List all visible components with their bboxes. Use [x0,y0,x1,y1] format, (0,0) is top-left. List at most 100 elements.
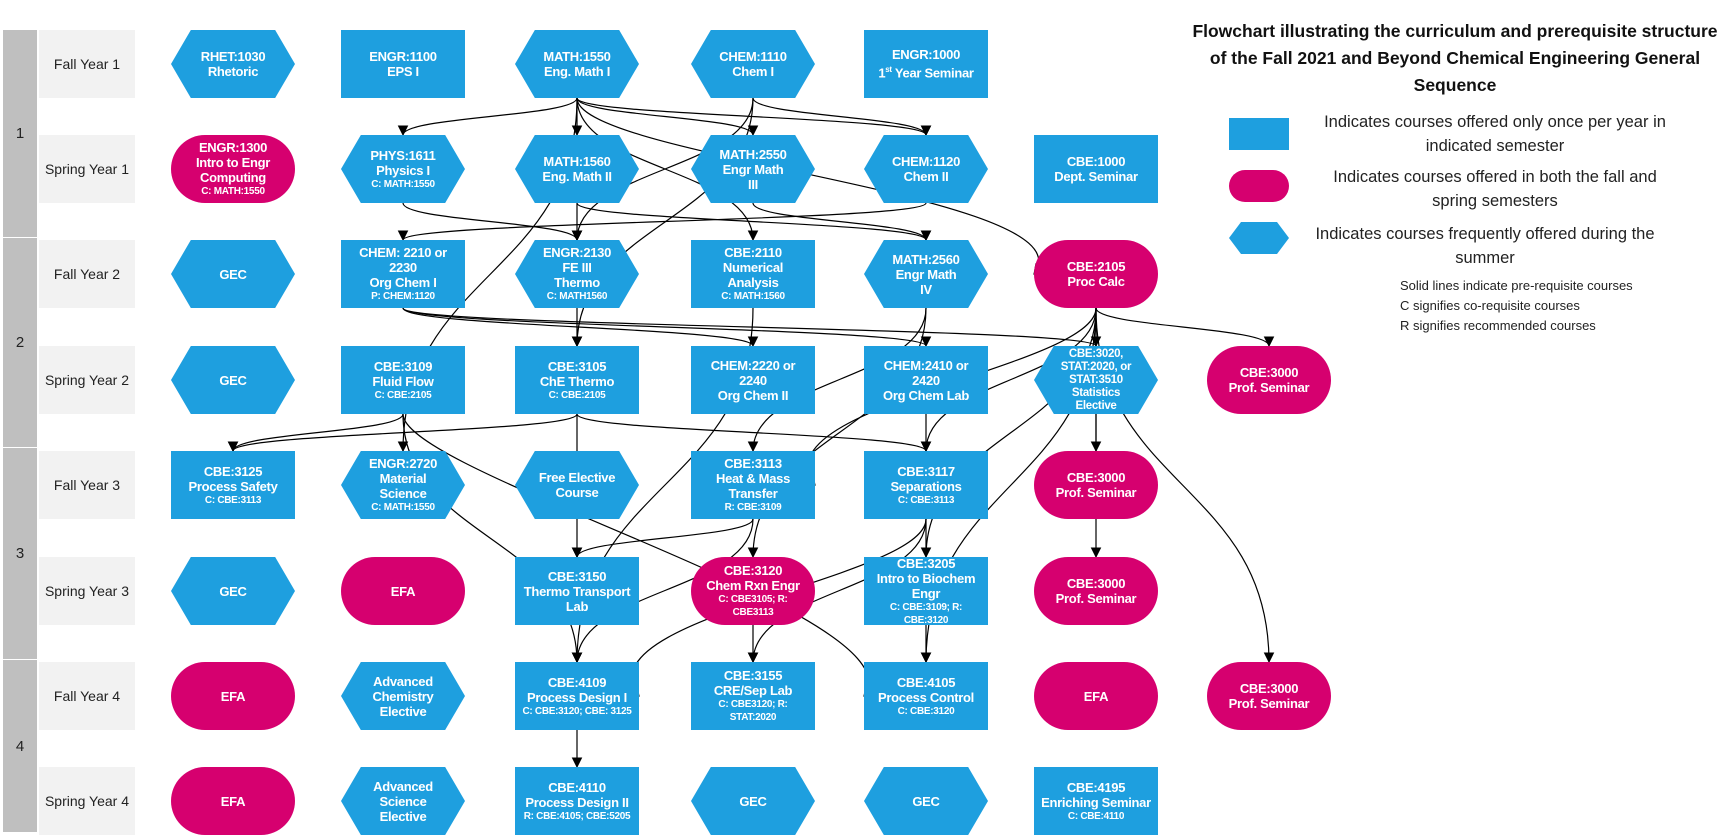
year-bar-4: 4 [3,660,37,832]
course-title: Numerical Analysis [722,260,784,290]
course-title: Process Design I [527,689,627,705]
course-code: CBE:3155 [723,668,783,683]
course-requisite: R: CBE:3109 [724,502,782,513]
semester-label: Fall Year 3 [39,451,135,519]
course-code: CHEM: 2210 or 2230 [359,245,447,275]
course-code: EFA [1083,688,1109,704]
course-title: Chem Rxn Engr [706,578,800,593]
course-node-efa_s3[interactable]: EFA [341,557,465,625]
course-title: Separations [890,478,962,494]
course-code: CBE:3113 [724,456,782,471]
edge-math2550-to-math2560 [752,202,932,242]
course-requisite: C: MATH1560 [546,291,608,302]
course-node-gec_s3[interactable]: GEC [171,557,295,625]
semester-label: Spring Year 1 [39,135,135,203]
course-title: Elective [1075,399,1117,412]
course-node-gec_s2[interactable]: GEC [171,346,295,414]
legend-swatch-hex [1229,222,1289,254]
note-solid-lines: Solid lines indicate pre-requisite cours… [1400,278,1633,293]
course-title: ChE Thermo [539,373,615,389]
course-code: CBE:1000 [1066,154,1126,169]
course-node-efa_f4b[interactable]: EFA [1034,662,1158,730]
course-title: Eng. Math I [543,64,611,79]
edge-cbe3105-to-cbe3117 [576,413,932,453]
course-requisite: C: CBE:3113 [897,494,955,506]
course-title: Prof. Seminar [1055,591,1137,606]
edge-cbe3109-to-cbe3125 [227,413,404,453]
course-requisite: C: CBE:4110 [1067,810,1125,822]
year-bar-1: 1 [3,30,37,237]
year-number: 2 [15,334,25,351]
course-code: GEC [739,793,767,809]
course-title: Intro to Biochem [876,570,976,586]
course-node-efa_s4[interactable]: EFA [171,767,295,835]
course-requisite: C: MATH:1550 [371,502,435,513]
course-title: Thermo Transport [523,583,631,599]
notes: Solid lines indicate pre-requisite cours… [1400,276,1633,336]
course-requisite: C: MATH:1560 [721,291,785,302]
course-title: Fluid Flow [372,373,434,389]
course-node-gec_s4b[interactable]: GEC [864,767,988,835]
course-code: Advanced [373,673,433,689]
course-code: CBE:3000 [1066,470,1126,485]
course-title: Org Chem II [717,387,789,403]
course-title: Computing [200,170,266,185]
edge-math1550-to-phys1611 [397,97,578,137]
course-node-gec_f2[interactable]: GEC [171,240,295,308]
course-title: FE III [562,260,592,275]
course-code: GEC [219,266,247,282]
course-code: CBE:4109 [547,674,607,690]
course-title: Heat & Mass [715,471,790,486]
edge-chem2210-to-chem2410 [402,307,932,348]
course-node-gec_s4a[interactable]: GEC [691,767,815,835]
course-code: CBE:3120 [723,563,783,578]
course-requisite: C: CBE:3120 [897,705,955,717]
course-requisite: P: CHEM:1120 [371,291,435,302]
course-title: Lab [565,598,589,614]
course-title: STAT:3510 [1069,373,1123,386]
course-node-efa_f4[interactable]: EFA [171,662,295,730]
note-corequisite: C signifies co-requisite courses [1400,298,1580,313]
semester-label: Spring Year 4 [39,767,135,835]
